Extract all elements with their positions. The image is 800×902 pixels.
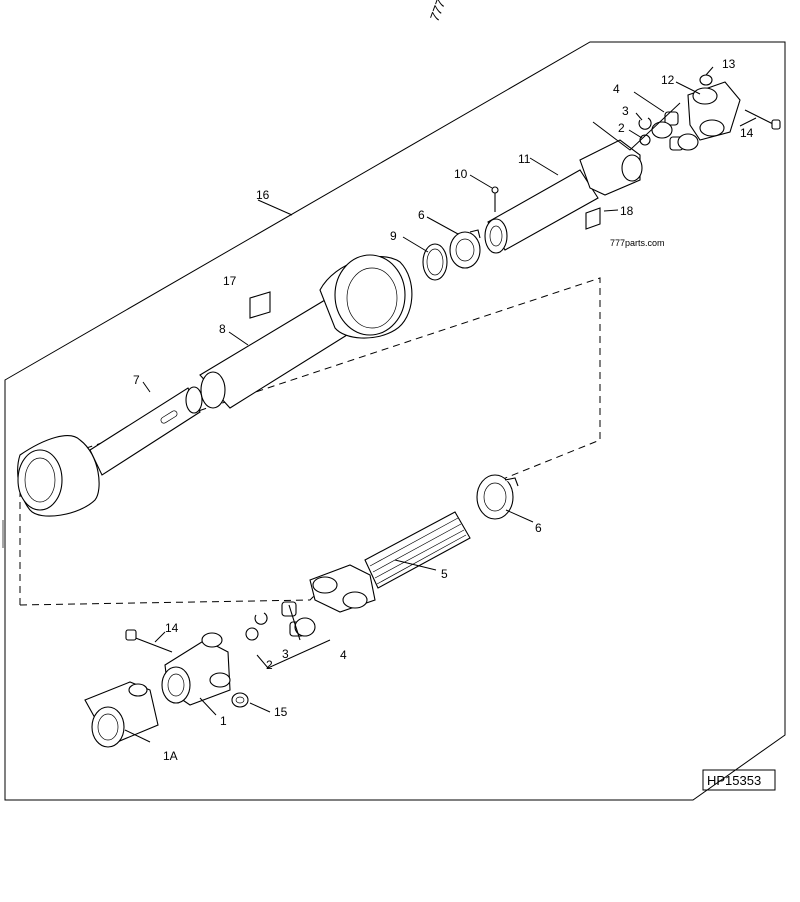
callout-17: 17 (223, 274, 237, 288)
part-13-nut (699, 74, 713, 86)
callout-16: 16 (256, 188, 270, 202)
callout-2-top: 2 (618, 121, 625, 135)
part-1a-yoke (84, 681, 159, 748)
part-1-yoke (161, 632, 231, 706)
reference-id: HP15353 (707, 773, 761, 788)
callout-10: 10 (454, 167, 468, 181)
callout-2-bottom: 2 (266, 658, 273, 672)
callout-11: 11 (518, 152, 531, 166)
callout-14-bottom: 14 (165, 621, 179, 635)
part-6-bearing-top (449, 229, 481, 269)
part-4-cross-top (651, 111, 699, 151)
top-watermark: 777 (427, 0, 449, 23)
part-6-bearing-bottom (476, 474, 519, 520)
callout-13: 13 (722, 57, 736, 71)
callout-6-top: 6 (418, 208, 425, 222)
callout-3-bottom: 3 (282, 647, 289, 661)
part-3-snap-ring-top (638, 117, 652, 130)
bracket-2-3-4-bottom (256, 639, 331, 669)
callout-4-top: 4 (613, 82, 620, 96)
part-7-outer-tube (17, 386, 203, 517)
part-9-snap-ring (422, 243, 448, 281)
callout-5: 5 (441, 567, 448, 581)
callout-12: 12 (661, 73, 675, 87)
callout-4-bottom: 4 (340, 648, 347, 662)
part-5-splined-shaft (309, 511, 471, 613)
site-watermark: 777parts.com (610, 238, 665, 248)
callout-1: 1 (220, 714, 227, 728)
callout-15: 15 (274, 705, 288, 719)
callout-7: 7 (133, 373, 140, 387)
part-10-grease-fitting (491, 186, 499, 212)
bracket-2-3-4-top (592, 102, 681, 151)
callout-9: 9 (390, 229, 397, 243)
callout-14-top: 14 (740, 126, 754, 140)
callout-8: 8 (219, 322, 226, 336)
part-2-fitting-bottom (245, 627, 259, 641)
leader-lines (124, 66, 757, 743)
part-15-nut (231, 692, 249, 708)
callout-18: 18 (620, 204, 634, 218)
callout-6-bottom: 6 (535, 521, 542, 535)
part-4-cross-bottom (281, 601, 316, 641)
dashed-subassembly-boundary (19, 277, 601, 605)
part-8-shield-tube (199, 254, 413, 409)
reference-box (702, 769, 776, 791)
assembly-frame (4, 41, 786, 801)
dashed-subassembly-boundary-lower (19, 591, 319, 606)
part-17-decal (249, 291, 271, 319)
part-14-bolt-top (744, 109, 781, 130)
part-18-decal (585, 207, 601, 230)
part-12-yoke-top (687, 81, 741, 141)
part-14-bolt-bottom (125, 629, 173, 653)
part-11-inner-tube (484, 139, 643, 254)
part-3-snap-ring-bottom (254, 612, 268, 625)
callout-1a: 1A (163, 749, 178, 763)
callout-3-top: 3 (622, 104, 629, 118)
